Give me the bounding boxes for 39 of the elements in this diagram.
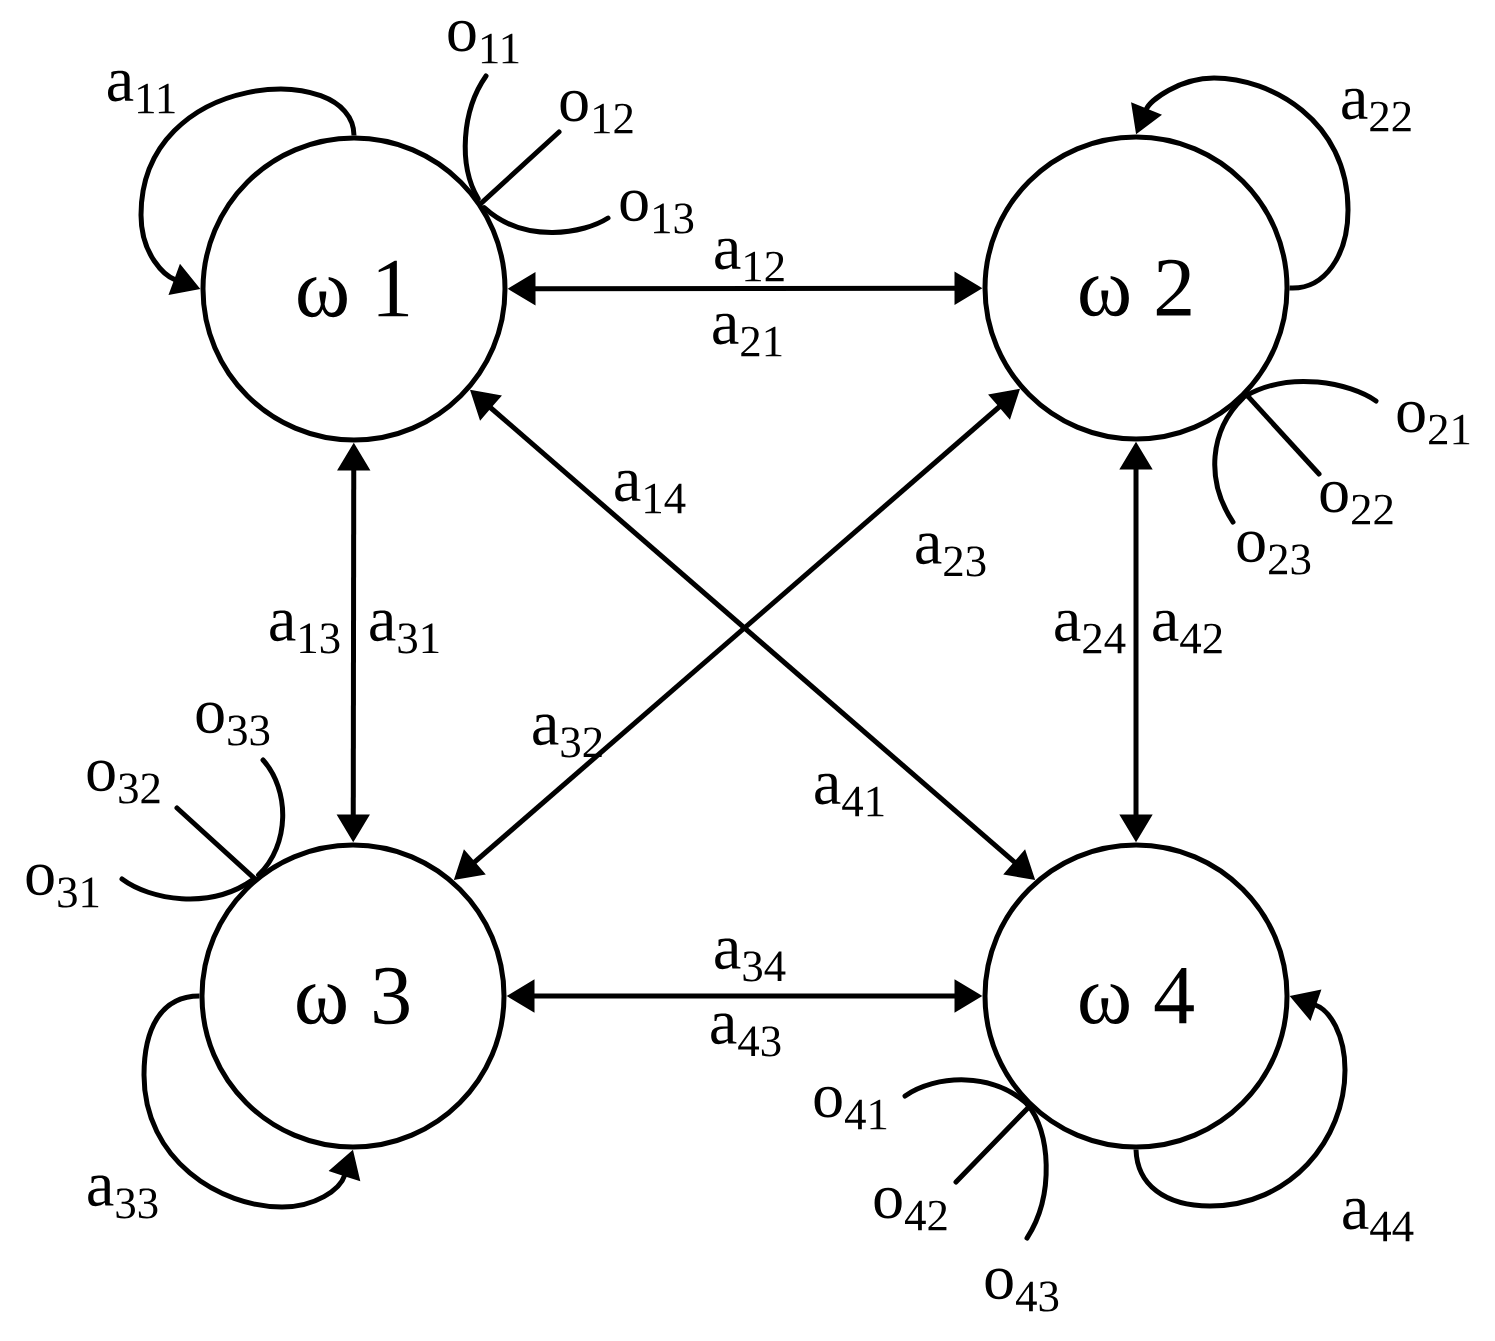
leader-line (953, 1103, 1032, 1185)
leader-line (174, 805, 257, 881)
leader-line (902, 1077, 1034, 1111)
edge-label: a$_{14}$ (615, 470, 686, 514)
symbol-label: o$_{31}$ (26, 864, 99, 908)
symbol-label: a$_{41}$ (815, 773, 884, 817)
symbol-label: o$_{42}$ (874, 1187, 947, 1231)
leader-line (1242, 378, 1379, 404)
symbol-label: o$_{23}$ (1237, 531, 1311, 575)
symbol-label: o$_{33}$ (196, 702, 270, 746)
edge-label: a$_{11}$ (108, 70, 175, 114)
symbol-label: a$_{21}$ (713, 313, 782, 357)
symbol-label: o$_{21}$ (1397, 401, 1470, 445)
leader-line (462, 73, 489, 202)
leader-line (1212, 395, 1246, 525)
leader-line (1024, 1102, 1049, 1241)
leader-line (119, 876, 255, 902)
symbol-label: o$_{43}$ (985, 1268, 1059, 1312)
edge-label: a$_{13}$ (270, 610, 340, 654)
edge-label: a$_{33}$ (88, 1175, 158, 1219)
edge-label: a$_{44}$ (1343, 1198, 1414, 1242)
edge-label: a$_{34}$ (715, 938, 786, 982)
symbol-label: a$_{31}$ (370, 610, 439, 654)
symbol-label: o$_{13}$ (620, 190, 694, 234)
leader-line (481, 205, 611, 235)
symbol-label: a$_{42}$ (1153, 610, 1222, 654)
symbol-label: o$_{11}$ (448, 20, 519, 64)
edge-label: a$_{23}$ (916, 533, 986, 577)
symbol-label: a$_{43}$ (711, 1013, 781, 1057)
edge-label: a$_{12}$ (715, 238, 784, 282)
symbol-label: o$_{32}$ (87, 760, 160, 804)
symbol-label: o$_{12}$ (560, 90, 633, 134)
symbol-label: o$_{41}$ (814, 1086, 887, 1130)
edge-label: a$_{24}$ (1055, 610, 1126, 654)
loop-arrow (1131, 75, 1351, 291)
leader-line (478, 129, 562, 206)
leader-line (256, 757, 286, 878)
symbol-label: o$_{22}$ (1320, 481, 1393, 525)
edge-label: a$_{22}$ (1342, 88, 1411, 132)
